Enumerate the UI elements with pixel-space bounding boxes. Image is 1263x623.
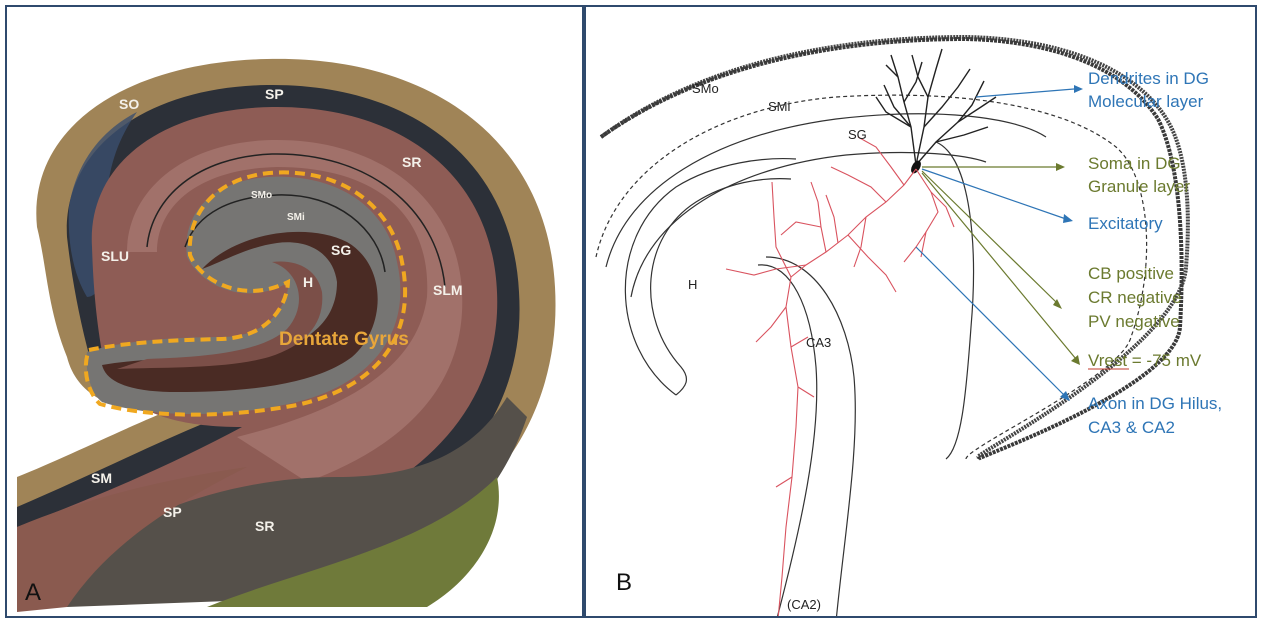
ann-axon-1: Axon in DG Hilus, [1088,394,1222,413]
arrow-excitatory [922,169,1066,219]
label-sp-top: SP [265,86,284,102]
dendrites [876,49,996,165]
label-ca3: CA3 [806,335,831,350]
smo-line [596,95,1147,459]
axon [726,137,954,618]
label-sm: SM [91,470,112,486]
ann-cr: CR negative [1088,288,1182,307]
ann-soma-2: Granule layer [1088,177,1190,196]
panel-b-letter: B [616,569,632,597]
ann-dendrites-2: Molecular layer [1088,92,1204,111]
label-sg: SG [331,242,351,258]
ca3-right-line [766,257,855,618]
label-slu: SLU [101,248,129,264]
ann-cb: CB positive [1088,264,1174,283]
label-h: H [303,274,313,290]
arrow-vrest [922,173,1076,359]
panel-a-letter: A [25,579,41,607]
label-sg: SG [848,127,867,142]
label-smo: SMo [692,81,719,96]
label-smi: SMi [768,99,791,114]
arrow-heads [1053,85,1083,401]
label-smi: SMi [287,212,305,223]
ann-soma-1: Soma in DG [1088,154,1181,173]
ann-axon-2: CA3 & CA2 [1088,418,1175,437]
label-sr-top: SR [402,154,421,170]
label-slm: SLM [433,282,463,298]
right-line-a [941,147,962,459]
annotation-arrows [916,89,1076,395]
ann-dendrites-1: Dendrites in DG [1088,69,1209,88]
hilus-tip [651,179,791,395]
granule-cell-diagram: SMo SMi SG H CA3 (CA2) Dendrites in DG M… [586,7,1257,618]
label-sp-bottom: SP [163,504,182,520]
label-ca2: (CA2) [787,597,821,612]
hippocampus-drawing: SO SP SR SLU SMo SMi SG H SLM Dentate Gy… [7,7,584,618]
ann-pv: PV negative [1088,312,1180,331]
arrow-dendrites [976,89,1074,97]
label-so: SO [119,96,139,112]
label-h: H [688,277,697,292]
ann-vrest: Vrest = -75 mV [1088,351,1202,370]
label-sr-bottom: SR [255,518,274,534]
ann-excitatory: Excitatory [1088,214,1163,233]
granule-cell-soma [909,159,923,175]
arrow-axon [916,247,1064,395]
label-smo: SMo [251,190,272,201]
label-dentate-gyrus: Dentate Gyrus [279,329,409,350]
panel-b: SMo SMi SG H CA3 (CA2) Dendrites in DG M… [584,5,1257,618]
panel-a: SO SP SR SLU SMo SMi SG H SLM Dentate Gy… [5,5,584,618]
arrow-markers [922,171,1056,302]
